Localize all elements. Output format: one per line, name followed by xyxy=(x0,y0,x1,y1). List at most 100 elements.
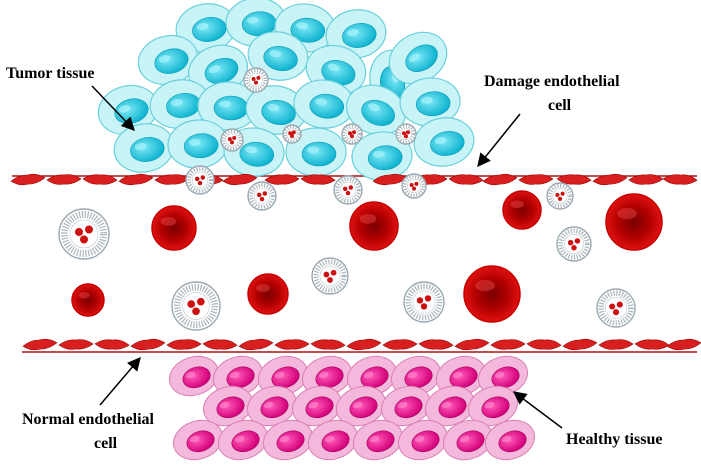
endothelial-cell-icon xyxy=(264,174,300,185)
endothelial-cell-icon xyxy=(562,338,598,351)
healthy-cell-icon xyxy=(443,419,493,461)
tumor-tissue-group xyxy=(97,0,475,181)
endothelial-cell-icon xyxy=(490,339,526,350)
liposome-nanoparticle-icon xyxy=(282,124,302,144)
endothelial-cell-icon xyxy=(634,339,670,350)
healthy-cell-icon xyxy=(485,419,535,461)
healthy-cell-icon xyxy=(353,419,403,461)
healthy-cell-icon xyxy=(169,355,219,397)
red-blood-cell-icon xyxy=(605,193,663,251)
red-blood-cell-icon xyxy=(502,190,542,230)
endothelial-cell-icon xyxy=(10,173,46,186)
endothelial-cell-icon xyxy=(46,174,82,185)
healthy-cell-icon xyxy=(203,385,253,427)
liposome-nanoparticle-icon xyxy=(333,175,363,205)
liposome-nanoparticle-icon xyxy=(220,128,244,152)
liposome-nanoparticle-icon xyxy=(247,181,277,211)
endothelial-cell-icon xyxy=(666,338,701,351)
endothelial-cell-icon xyxy=(418,339,454,350)
endothelial-cell-icon xyxy=(300,174,336,185)
tumor-cell-icon xyxy=(247,31,309,81)
endothelial-cell-icon xyxy=(222,173,258,186)
healthy-cell-icon xyxy=(247,385,297,427)
liposome-nanoparticle-icon xyxy=(403,281,445,323)
endothelial-cell-icon xyxy=(454,338,490,351)
liposome-nanoparticle-icon xyxy=(596,288,636,328)
healthy-cell-icon xyxy=(436,355,486,397)
healthy-cell-icon xyxy=(425,385,475,427)
damage-endothelial-label-line2: cell xyxy=(548,97,572,114)
endothelial-cell-icon xyxy=(482,173,518,186)
healthy-cell-icon xyxy=(347,355,397,397)
endothelial-cell-icon xyxy=(346,338,382,351)
liposome-nanoparticle-icon xyxy=(401,173,427,199)
endothelium-group xyxy=(10,173,701,351)
liposome-nanoparticle-icon xyxy=(395,123,417,145)
endothelial-cell-icon xyxy=(556,174,592,185)
endothelial-cell-icon xyxy=(202,339,238,350)
tumor-cell-icon xyxy=(274,3,336,53)
tumor-cell-icon xyxy=(399,77,461,127)
liposome-nanoparticle-icon xyxy=(546,182,574,210)
red-blood-cell-icon xyxy=(463,265,521,323)
normal-endothelial-label-line2: cell xyxy=(94,435,118,452)
endothelial-cell-icon xyxy=(448,174,484,185)
tumor-cell-icon xyxy=(285,127,347,177)
healthy-cell-icon xyxy=(398,419,448,461)
endothelial-cell-icon xyxy=(130,338,166,351)
endothelial-cell-icon xyxy=(526,339,562,350)
liposome-nanoparticle-icon xyxy=(185,165,215,195)
arrow-icon xyxy=(99,356,141,406)
liposome-nanoparticle-icon xyxy=(341,123,363,145)
endothelial-cell-icon xyxy=(166,339,202,350)
liposome-nanoparticle-icon xyxy=(556,226,592,262)
endothelial-cell-icon xyxy=(310,339,346,350)
arrow-icon xyxy=(91,85,135,131)
healthy-tissue-group xyxy=(169,355,535,461)
endothelial-cell-icon xyxy=(22,338,58,351)
endothelial-cell-icon xyxy=(592,173,628,186)
endothelial-cell-icon xyxy=(274,339,310,350)
red-blood-cell-icon xyxy=(247,273,289,315)
endothelial-cell-icon xyxy=(118,173,154,186)
tumor-cell-icon xyxy=(351,131,413,181)
healthy-cell-icon xyxy=(391,355,441,397)
normal-endothelial-label: Normal endothelial xyxy=(22,411,155,428)
endothelial-cell-icon xyxy=(58,339,94,350)
endothelial-cell-icon xyxy=(94,339,130,350)
healthy-cell-icon xyxy=(468,385,518,427)
endothelial-cell-icon xyxy=(238,338,274,351)
healthy-cell-icon xyxy=(258,355,308,397)
endothelial-cell-icon xyxy=(518,174,554,185)
tumor-tissue-label: Tumor tissue xyxy=(6,65,94,82)
healthy-cell-icon xyxy=(292,385,342,427)
endothelial-cell-icon xyxy=(382,339,418,350)
tumor-cell-icon xyxy=(346,84,406,136)
liposome-nanoparticle-icon xyxy=(58,208,110,260)
tumor-cell-icon xyxy=(149,79,211,129)
endothelial-cell-icon xyxy=(662,174,698,185)
tumor-cell-icon xyxy=(175,3,237,53)
tumor-cell-icon xyxy=(388,31,448,85)
healthy-cell-icon xyxy=(263,419,313,461)
red-blood-cell-icon xyxy=(349,201,399,251)
liposome-nanoparticle-icon xyxy=(171,281,221,331)
endothelial-cell-icon xyxy=(598,339,634,350)
endothelial-cell-icon xyxy=(82,174,118,185)
healthy-cell-icon xyxy=(302,355,352,397)
tumor-cell-icon xyxy=(413,117,475,167)
red-blood-cell-icon xyxy=(71,283,105,317)
blood-components-group xyxy=(58,67,663,331)
healthy-cell-icon xyxy=(381,385,431,427)
tumor-cell-icon xyxy=(137,34,199,86)
arrow-icon xyxy=(477,113,521,168)
arrow-icon xyxy=(512,391,563,429)
healthy-cell-icon xyxy=(478,355,528,397)
liposome-nanoparticle-icon xyxy=(311,257,349,295)
healthy-tissue-label: Healthy tissue xyxy=(566,431,662,448)
damage-endothelial-label: Damage endothelial xyxy=(484,73,620,90)
liposome-nanoparticle-icon xyxy=(243,67,269,93)
red-blood-cell-icon xyxy=(151,205,197,251)
